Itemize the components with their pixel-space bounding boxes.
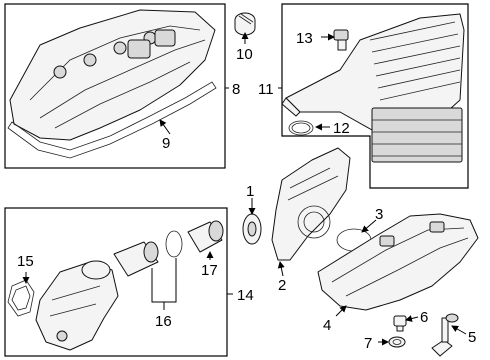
intercooler-oring xyxy=(288,120,314,136)
valve-cover xyxy=(9,9,216,141)
callout-13: 13 xyxy=(296,30,313,47)
callout-17: 17 xyxy=(201,262,218,279)
valve-cover-group-box xyxy=(4,3,226,169)
oil-filter-housing xyxy=(35,260,119,351)
oil-filter-group-box xyxy=(4,207,228,357)
callout-7: 7 xyxy=(364,335,372,352)
callout-8: 8 xyxy=(232,81,240,98)
drain-plug-washer xyxy=(388,336,406,348)
callout-3: 3 xyxy=(375,206,383,223)
front-crank-seal xyxy=(242,213,262,245)
oil-pan xyxy=(317,213,479,311)
housing-gasket xyxy=(7,279,35,317)
intercooler-assembly xyxy=(281,13,465,163)
callout-11: 11 xyxy=(258,81,274,98)
oil-filler-cap xyxy=(234,12,256,36)
callout-6: 6 xyxy=(420,309,428,326)
callout-5: 5 xyxy=(468,329,476,346)
oil-filter-element xyxy=(113,241,159,277)
callout-10: 10 xyxy=(236,46,253,63)
callout-14: 14 xyxy=(237,287,254,304)
callout-15: 15 xyxy=(17,253,34,270)
oil-level-sensor xyxy=(431,313,459,357)
callout-12: 12 xyxy=(333,120,350,137)
callout-4: 4 xyxy=(323,317,331,334)
callout-9: 9 xyxy=(162,135,170,152)
callout-2: 2 xyxy=(278,277,286,294)
filter-cap-oring xyxy=(165,230,183,258)
callout-16: 16 xyxy=(155,313,172,330)
callout-1: 1 xyxy=(246,183,254,200)
boost-sensor xyxy=(333,29,349,51)
oil-filter-cap xyxy=(187,220,224,253)
valve-cover-gasket xyxy=(7,81,217,159)
timing-cover xyxy=(271,147,351,261)
intercooler-group-box xyxy=(281,3,469,189)
drain-plug xyxy=(393,315,407,332)
